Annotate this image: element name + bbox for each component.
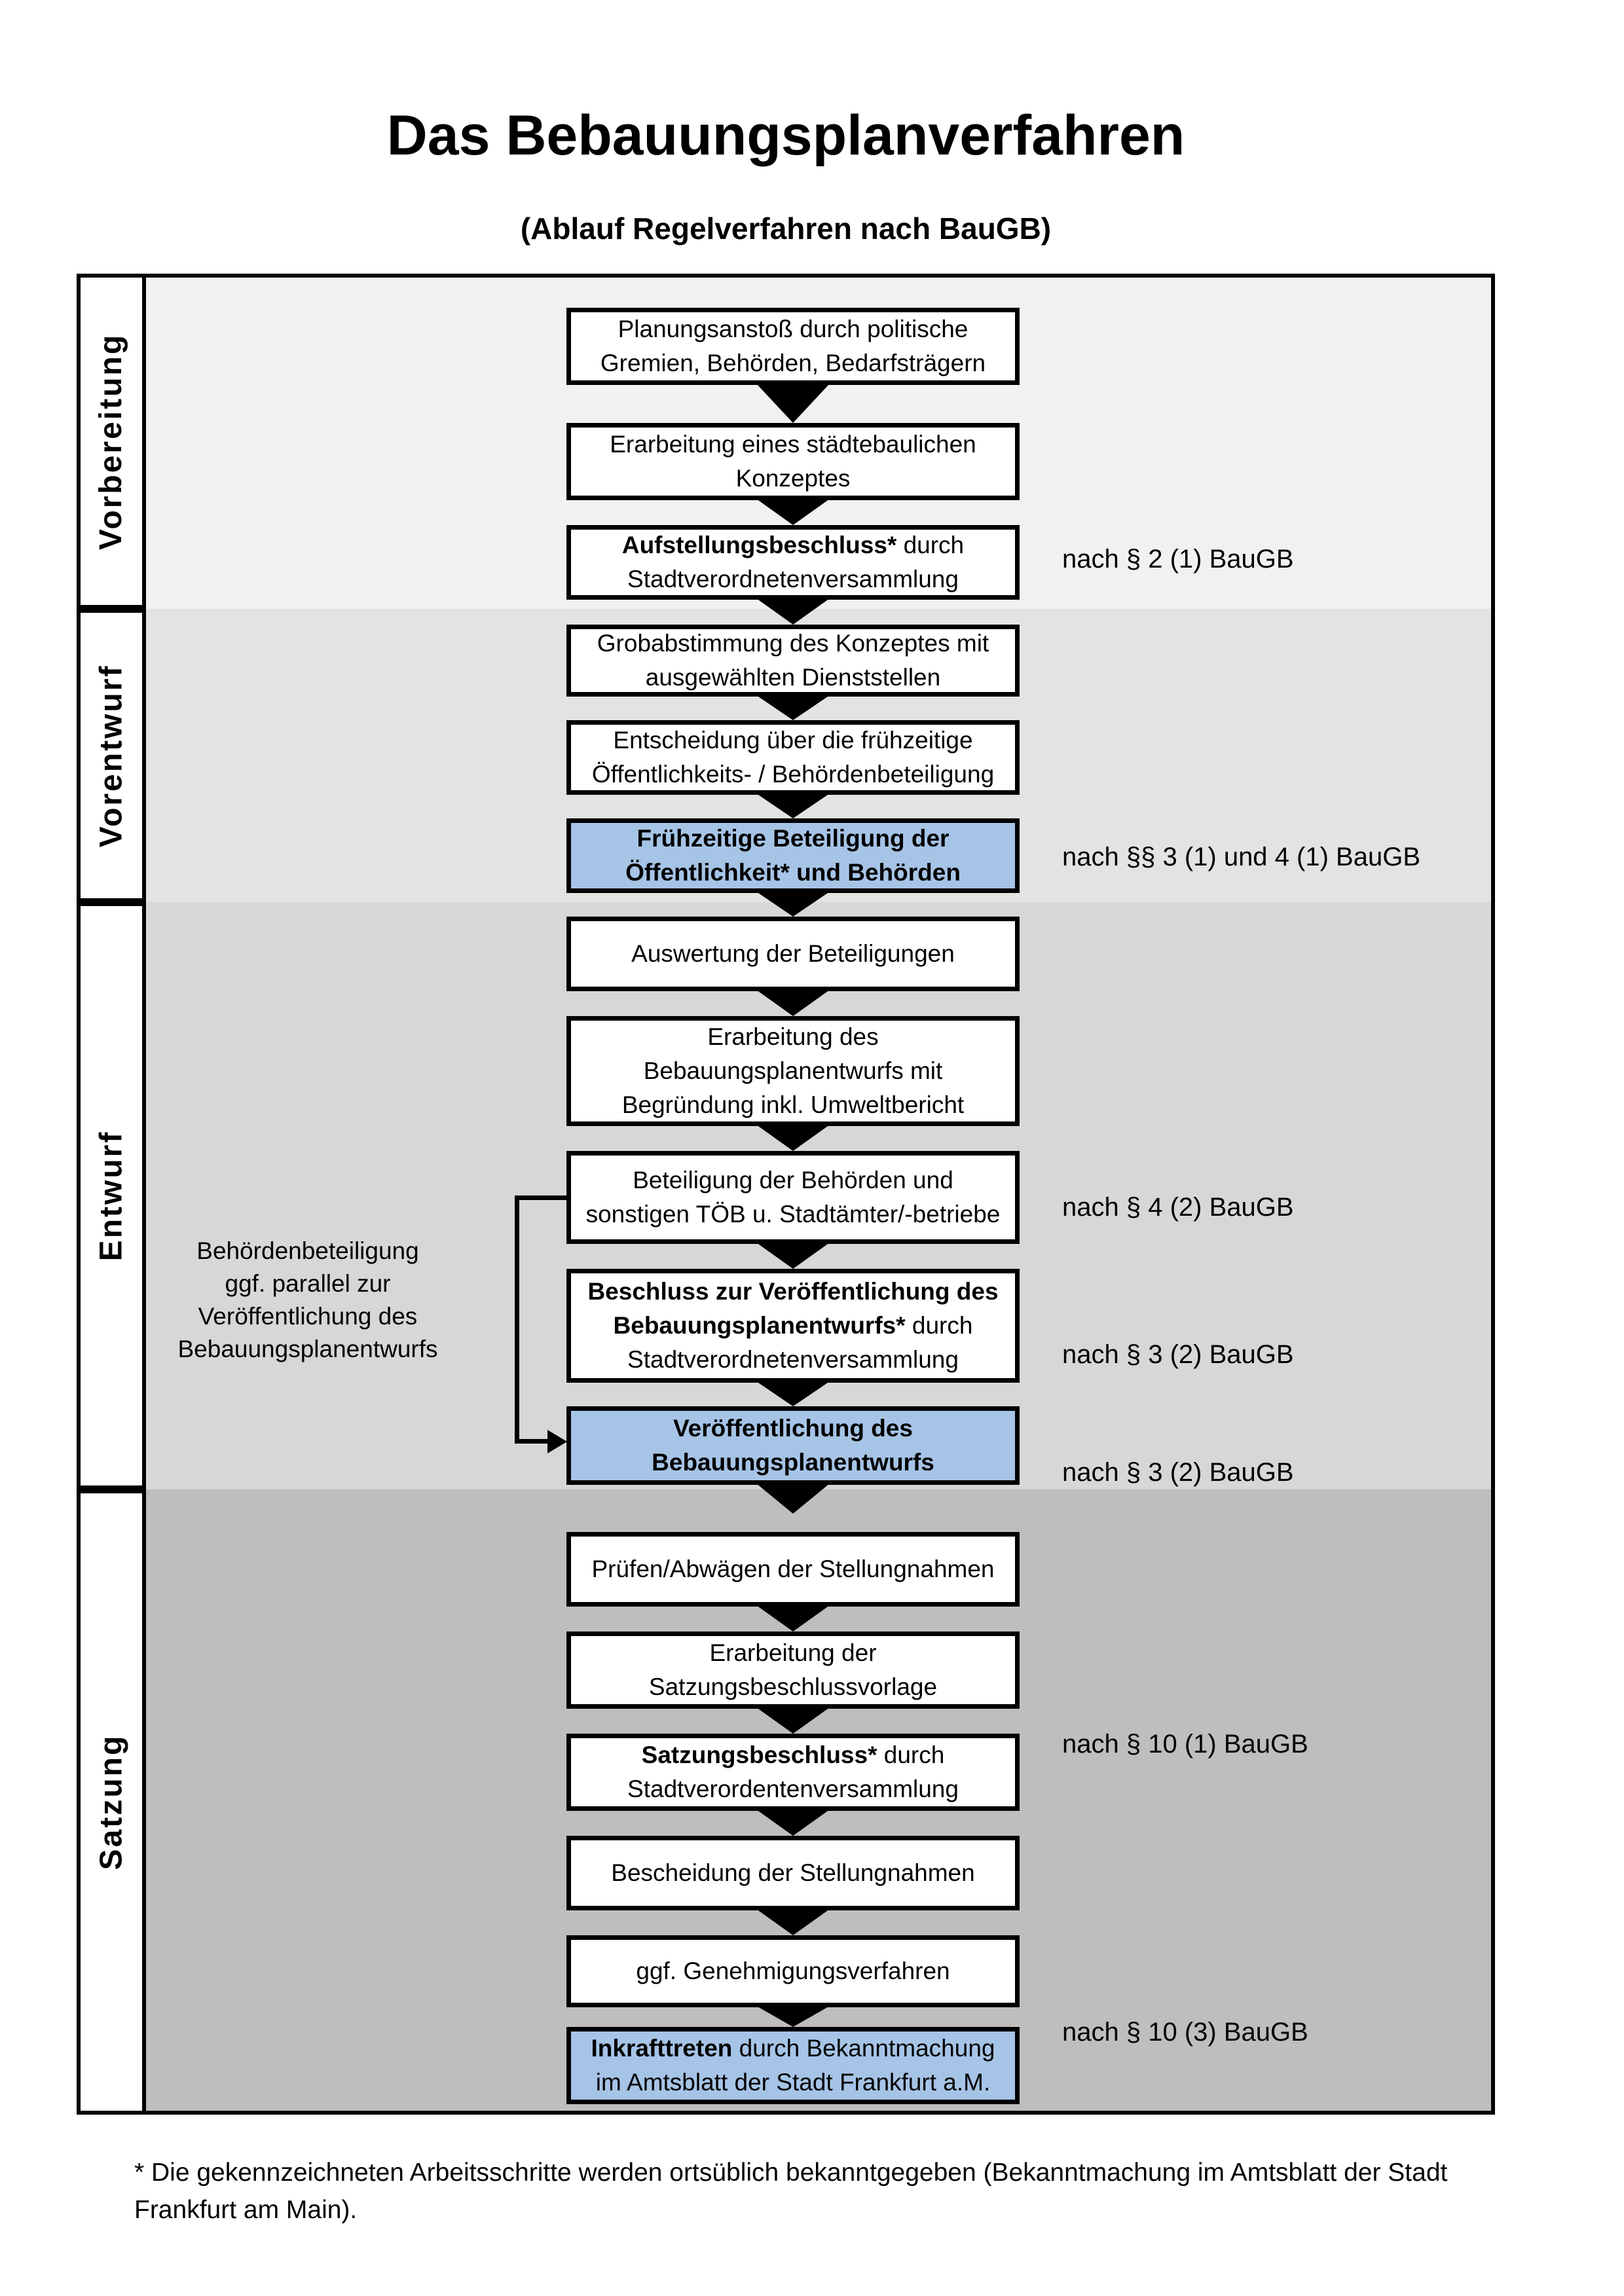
flow-box-line: Inkrafttreten durch Bekanntmachung — [591, 2035, 995, 2062]
legal-ref-2: nach §§ 3 (1) und 4 (1) BauGB — [1062, 843, 1420, 871]
page-title: Das Bebauungsplanverfahren — [386, 104, 1185, 167]
phase-cell-entwurf: Entwurf — [77, 902, 146, 1489]
flow-box-line: Auswertung der Beteiligungen — [631, 940, 955, 967]
phase-label-vorentwurf: Vorentwurf — [94, 664, 129, 847]
flow-box-line: Frühzeitige Beteiligung der — [637, 825, 950, 852]
flow-box-line: Erarbeitung eines städtebaulichen — [610, 431, 976, 458]
footnote: * Die gekennzeichneten Arbeitsschritte w… — [134, 2159, 1448, 2224]
down-arrow-icon — [756, 892, 830, 917]
flow-box-line: Konzeptes — [735, 465, 851, 492]
flow-box-line: Satzungsbeschluss* durch — [641, 1741, 945, 1768]
down-arrow-icon — [756, 1707, 830, 1734]
down-arrow-icon — [756, 695, 830, 720]
down-arrow-icon — [756, 384, 830, 423]
down-arrow-icon — [756, 1909, 830, 1935]
flow-box-9: Beteiligung der Behörden und sonstigen TÖ… — [566, 1151, 1020, 1244]
down-arrow-icon — [756, 1605, 830, 1631]
down-arrow-icon — [756, 2006, 830, 2027]
flow-box-line: Bebauungsplanentwurfs* durch — [613, 1312, 973, 1339]
legal-ref-4: nach § 3 (2) BauGB — [1062, 1340, 1294, 1369]
legal-ref-5: nach § 3 (2) BauGB — [1062, 1458, 1294, 1487]
flow-box-line: Veröffentlichung des — [673, 1415, 913, 1442]
legal-ref-1: nach § 2 (1) BauGB — [1062, 545, 1294, 574]
down-arrow-icon — [756, 598, 830, 625]
flow-box-line: Gremien, Behörden, Bedarfsträgern — [600, 350, 986, 376]
connector-stub-line — [515, 1195, 568, 1200]
flow-box-line: Stadtverordnetenversammlung — [627, 1346, 959, 1373]
down-arrow-icon — [756, 1484, 830, 1514]
flow-box-line: Bebauungsplanentwurfs — [652, 1449, 934, 1476]
flow-box-line: Planungsanstoß durch politische — [618, 316, 969, 342]
flow-box-17: Inkrafttreten durch Bekanntmachung im Amt… — [566, 2027, 1020, 2104]
down-arrow-icon — [756, 1125, 830, 1151]
flow-box-line: Erarbeitung des — [707, 1023, 879, 1050]
flow-box-line: Prüfen/Abwägen der Stellungnahmen — [591, 1556, 995, 1582]
down-arrow-icon — [756, 499, 830, 525]
flow-box-16: ggf. Genehmigungsverfahren — [566, 1935, 1020, 2007]
flow-box-line: Satzungsbeschlussvorlage — [648, 1673, 938, 1700]
flow-box-12: Prüfen/Abwägen der Stellungnahmen — [566, 1532, 1020, 1607]
page-subtitle: (Ablauf Regelverfahren nach BauGB) — [520, 211, 1052, 246]
flow-box-line: Bebauungsplanentwurfs mit — [643, 1057, 943, 1084]
flow-box-line: Beteiligung der Behörden und — [633, 1167, 953, 1194]
legal-ref-6: nach § 10 (1) BauGB — [1062, 1730, 1308, 1758]
legal-ref-7: nach § 10 (3) BauGB — [1062, 2018, 1308, 2047]
down-arrow-icon — [756, 793, 830, 818]
legal-ref-3: nach § 4 (2) BauGB — [1062, 1193, 1294, 1222]
flow-box-line: im Amtsblatt der Stadt Frankfurt a.M. — [595, 2069, 991, 2096]
flow-box-line: Stadtverordentenversammlung — [627, 1776, 959, 1802]
flow-box-4: Grobabstimmung des Konzeptes mit ausgewäh… — [566, 625, 1020, 697]
connector-arrowhead-icon — [547, 1430, 567, 1453]
flow-box-line: Stadtverordnetenversammlung — [627, 566, 959, 592]
flow-box-line: Aufstellungsbeschluss* durch — [621, 532, 965, 558]
down-arrow-icon — [756, 1381, 830, 1406]
flow-box-line: Bescheidung der Stellungnahmen — [611, 1859, 975, 1886]
connector-vertical-line — [515, 1195, 519, 1444]
phase-label-entwurf: Entwurf — [94, 1130, 129, 1262]
flow-box-15: Bescheidung der Stellungnahmen — [566, 1836, 1020, 1910]
flow-box-line: Öffentlichkeits- / Behördenbeteiligung — [591, 761, 995, 788]
flow-box-line: Grobabstimmung des Konzeptes mit — [597, 630, 989, 657]
side-note: Behördenbeteiligung ggf. parallel zur Ve… — [177, 1237, 438, 1362]
flow-box-line: Entscheidung über die frühzeitige — [613, 727, 973, 754]
down-arrow-icon — [756, 990, 830, 1016]
phase-cell-vorbereitung: Vorbereitung — [77, 274, 146, 609]
phase-label-satzung: Satzung — [94, 1734, 129, 1870]
flow-box-line: Öffentlichkeit* und Behörden — [625, 859, 961, 886]
flow-box-line: Begründung inkl. Umweltbericht — [621, 1091, 965, 1118]
phase-cell-vorentwurf: Vorentwurf — [77, 609, 146, 902]
flow-box-line: sonstigen TÖB u. Stadtämter/-betriebe — [585, 1201, 1001, 1228]
flow-box-line: ausgewählten Dienststellen — [645, 664, 941, 691]
flow-box-line: Beschluss zur Veröffentlichung des — [587, 1278, 999, 1305]
connector-horizontal-line — [515, 1439, 549, 1444]
flow-box-line: Erarbeitung der — [709, 1639, 877, 1666]
flow-box-7: Auswertung der Beteiligungen — [566, 917, 1020, 991]
down-arrow-icon — [756, 1810, 830, 1836]
flow-box-line: ggf. Genehmigungsverfahren — [636, 1958, 950, 1984]
phase-label-vorbereitung: Vorbereitung — [94, 333, 129, 550]
phase-cell-satzung: Satzung — [77, 1489, 146, 2115]
down-arrow-icon — [756, 1243, 830, 1269]
